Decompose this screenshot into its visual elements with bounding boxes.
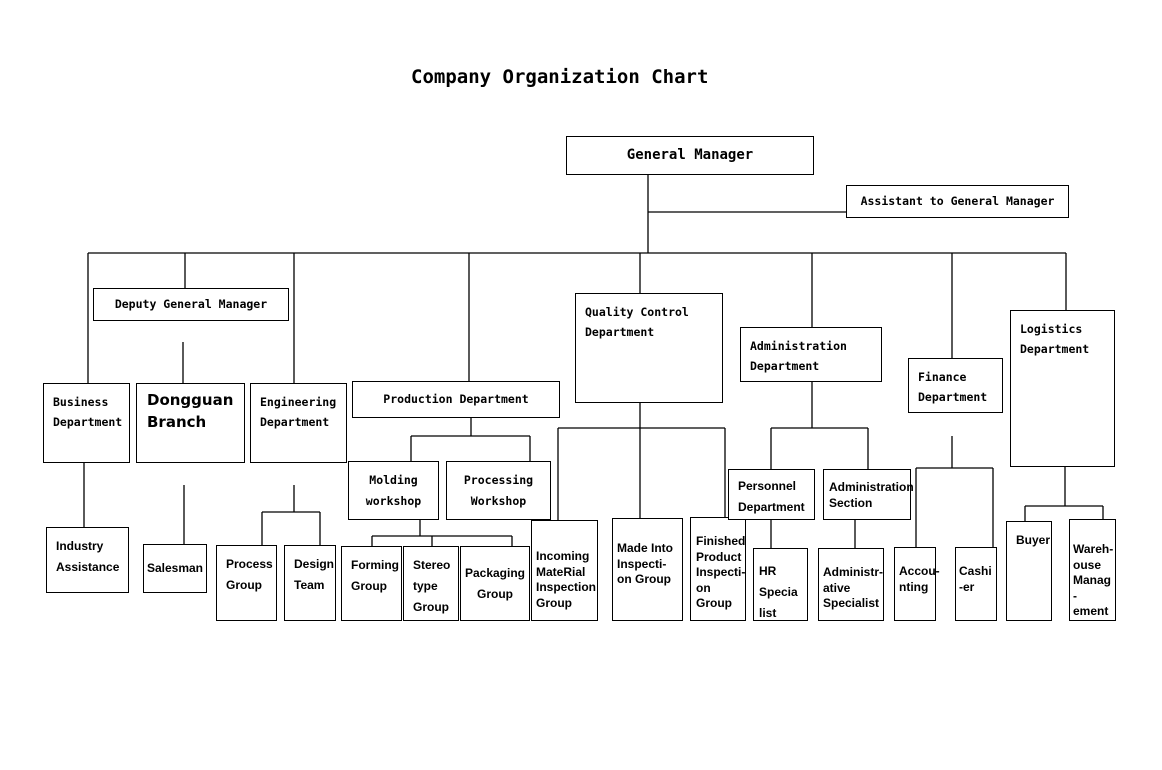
node-processing-workshop: Processing Workshop <box>446 461 551 520</box>
chart-title: Company Organization Chart <box>411 66 709 88</box>
node-dongguan-branch: Dongguan Branch <box>136 383 245 463</box>
node-design-team: Design Team <box>284 545 336 621</box>
node-packaging-group: Packaging Group <box>460 546 530 621</box>
node-general-manager: General Manager <box>566 136 814 175</box>
node-buyer: Buyer <box>1006 521 1052 621</box>
node-deputy-general-manager: Deputy General Manager <box>93 288 289 321</box>
node-made-into-inspection-group: Made Into Inspecti-on Group <box>612 518 683 621</box>
node-logistics-department: Logistics Department <box>1010 310 1115 467</box>
node-incoming-material-inspection-group: Incoming MateRial Inspection Group <box>531 520 598 621</box>
node-administrative-specialist: Administr-ative Specialist <box>818 548 884 621</box>
node-assistant-to-general-manager: Assistant to General Manager <box>846 185 1069 218</box>
node-hr-specialist: HR Specia list <box>753 548 808 621</box>
node-production-department: Production Department <box>352 381 560 418</box>
node-warehouse-management: Wareh-ouse Manag -ement <box>1069 519 1116 621</box>
node-business-department: Business Department <box>43 383 130 463</box>
node-cashier: Cashi -er <box>955 547 997 621</box>
node-salesman: Salesman <box>143 544 207 593</box>
node-quality-control-department: Quality Control Department <box>575 293 723 403</box>
node-stereotype-group: Stereo type Group <box>403 546 459 621</box>
node-finance-department: Finance Department <box>908 358 1003 413</box>
node-administration-department: Administration Department <box>740 327 882 382</box>
node-finished-product-inspection-group: Finished Product Inspecti-on Group <box>690 517 746 621</box>
node-administration-section: Administration Section <box>823 469 914 520</box>
node-personnel-department: Personnel Department <box>728 469 815 520</box>
node-molding-workshop: Molding workshop <box>348 461 439 520</box>
node-industry-assistance: Industry Assistance <box>46 527 129 593</box>
node-accounting: Accou-nting <box>894 547 940 621</box>
node-engineering-department: Engineering Department <box>250 383 347 463</box>
node-forming-group: Forming Group <box>341 546 402 621</box>
node-process-group: Process Group <box>216 545 277 621</box>
